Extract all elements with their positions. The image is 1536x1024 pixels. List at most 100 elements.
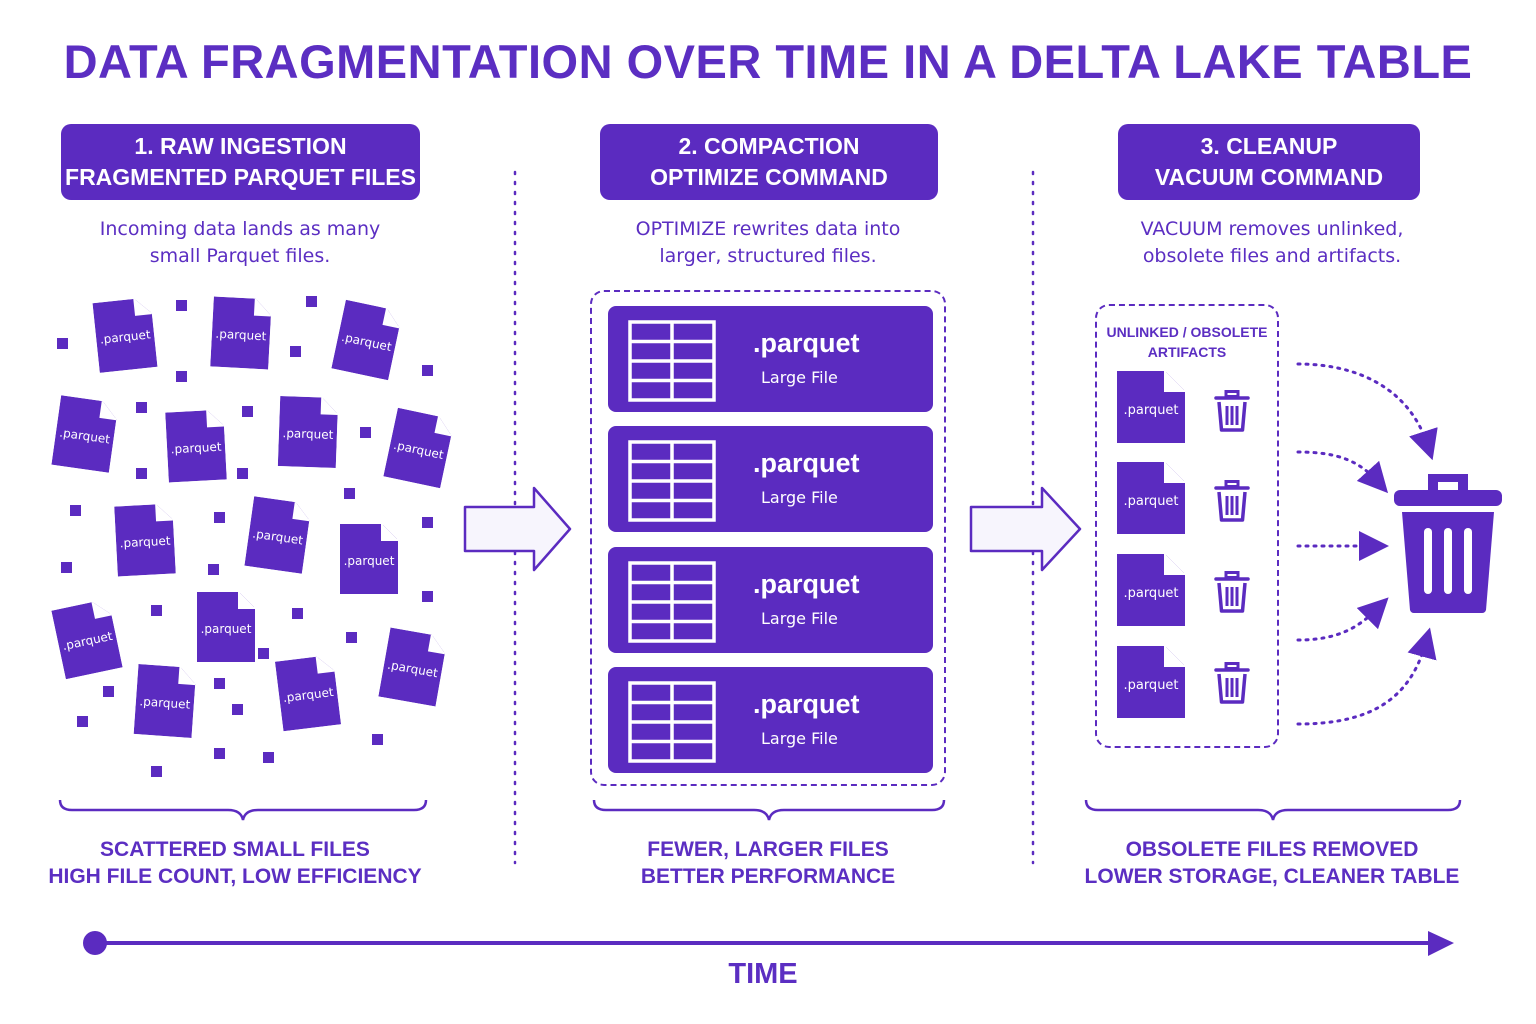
large-file-label: .parquet (753, 689, 860, 719)
obsolete-file-label: .parquet (1123, 494, 1179, 509)
fragment-dot (151, 605, 162, 616)
stage-1-summary-line1: SCATTERED SMALL FILES (100, 838, 370, 861)
fragment-dot (372, 734, 383, 745)
file-icon: .parquet (51, 395, 118, 473)
arrow-right-icon (969, 486, 1082, 572)
removal-arrows (1296, 362, 1438, 726)
obsolete-file-label: .parquet (1123, 586, 1179, 601)
stage-2-desc-line2: larger, structured files. (659, 245, 877, 267)
large-file-sublabel: Large File (761, 609, 838, 628)
trash-icon (1214, 662, 1250, 704)
file-icon: .parquet (331, 299, 402, 381)
fragment-dot (263, 752, 274, 763)
stage-3-brace (1084, 799, 1462, 821)
fragment-dot (176, 371, 187, 382)
file-icon: .parquet (1117, 371, 1185, 443)
large-file-label: .parquet (753, 448, 860, 478)
table-grid-icon (628, 561, 716, 643)
file-icon: .parquet (92, 297, 158, 373)
table-grid-icon (628, 320, 716, 402)
fragment-dot (292, 608, 303, 619)
fragment-dot (103, 686, 114, 697)
obsolete-file-label: .parquet (1123, 678, 1179, 693)
fragment-dot (151, 766, 162, 777)
file-icon: .parquet (1117, 462, 1185, 534)
stage-3-description: VACUUM removes unlinked, obsolete files … (1070, 216, 1474, 270)
stage-1-header-line1: 1. RAW INGESTION (134, 133, 347, 159)
stage-2-header: 2. COMPACTION OPTIMIZE COMMAND (600, 124, 938, 200)
stage-2-brace (592, 799, 946, 821)
large-file-sublabel: Large File (761, 488, 838, 507)
fragment-dot (237, 468, 248, 479)
small-file-label: .parquet (200, 622, 252, 636)
fragment-dot (214, 748, 225, 759)
trash-icon (1394, 474, 1502, 613)
file-icon: .parquet (277, 396, 338, 468)
obsolete-heading-line2: ARTIFACTS (1147, 344, 1227, 360)
fragment-dot (77, 716, 88, 727)
obsolete-file-label: .parquet (1123, 403, 1179, 418)
stage-3-summary-line2: LOWER STORAGE, CLEANER TABLE (1084, 865, 1460, 888)
stage-3-desc-line2: obsolete files and artifacts. (1142, 245, 1402, 267)
stage-1-header-line2: FRAGMENTED PARQUET FILES (65, 164, 416, 190)
large-file-block: .parquet Large File (608, 306, 933, 412)
fragment-dot (360, 427, 371, 438)
fragment-dot (208, 564, 219, 575)
table-grid-icon (628, 440, 716, 522)
small-file-label: .parquet (215, 326, 267, 344)
stage-2-summary: FEWER, LARGER FILES BETTER PERFORMANCE (568, 836, 968, 890)
obsolete-artifacts-heading: UNLINKED / OBSOLETE ARTIFACTS (1095, 322, 1279, 362)
file-icon: .parquet (274, 655, 342, 732)
large-file-label: .parquet (753, 328, 860, 358)
small-file-label: .parquet (343, 554, 395, 568)
file-icon: .parquet (244, 496, 311, 574)
fragment-dot (136, 402, 147, 413)
large-file-block: .parquet Large File (608, 667, 933, 773)
fragment-dot (70, 505, 81, 516)
fragment-dot (136, 468, 147, 479)
stage-2-desc-line1: OPTIMIZE rewrites data into (635, 218, 901, 240)
fragment-dot (214, 512, 225, 523)
file-icon: .parquet (133, 664, 197, 738)
fragment-dot (242, 406, 253, 417)
file-icon: .parquet (1117, 554, 1185, 626)
fragment-dot (344, 488, 355, 499)
stage-1-summary-line2: HIGH FILE COUNT, LOW EFFICIENCY (48, 865, 422, 888)
fragment-dot (422, 365, 433, 376)
file-icon: .parquet (51, 599, 123, 680)
timeline-label: TIME (728, 958, 798, 990)
stage-1-summary: SCATTERED SMALL FILES HIGH FILE COUNT, L… (30, 836, 440, 890)
compacted-files-container (590, 290, 946, 786)
obsolete-heading-line1: UNLINKED / OBSOLETE (1106, 324, 1268, 340)
stage-1-desc-line1: Incoming data lands as many (99, 218, 381, 240)
stage-2-header-line1: 2. COMPACTION (678, 133, 860, 159)
stage-2-description: OPTIMIZE rewrites data into larger, stru… (568, 216, 968, 270)
stage-3-header: 3. CLEANUP VACUUM COMMAND (1118, 124, 1420, 200)
small-file-label: .parquet (282, 426, 334, 442)
file-icon: .parquet (378, 627, 447, 707)
fragment-dot (57, 338, 68, 349)
fragment-dot (258, 648, 269, 659)
fragment-dot (346, 632, 357, 643)
fragment-dot (176, 300, 187, 311)
fragment-dot (61, 562, 72, 573)
file-icon: .parquet (340, 524, 398, 594)
trash-icon (1214, 480, 1250, 522)
file-icon: .parquet (165, 410, 227, 483)
large-file-sublabel: Large File (761, 368, 838, 387)
stage-1-description: Incoming data lands as many small Parque… (40, 216, 440, 270)
stage-3-summary: OBSOLETE FILES REMOVED LOWER STORAGE, CL… (1066, 836, 1478, 890)
large-file-label: .parquet (753, 569, 860, 599)
file-icon: .parquet (210, 296, 272, 370)
stage-3-header-line2: VACUUM COMMAND (1154, 164, 1384, 190)
stage-3-header-line1: 3. CLEANUP (1200, 133, 1338, 159)
fragment-dot (306, 296, 317, 307)
file-icon: .parquet (1117, 646, 1185, 718)
obsolete-artifacts-box (1095, 304, 1279, 748)
stage-2-summary-line1: FEWER, LARGER FILES (647, 838, 889, 861)
file-icon: .parquet (114, 504, 176, 577)
fragment-dot (214, 678, 225, 689)
large-file-sublabel: Large File (761, 729, 838, 748)
file-icon: .parquet (197, 592, 255, 662)
stage-1-header: 1. RAW INGESTION FRAGMENTED PARQUET FILE… (61, 124, 420, 200)
